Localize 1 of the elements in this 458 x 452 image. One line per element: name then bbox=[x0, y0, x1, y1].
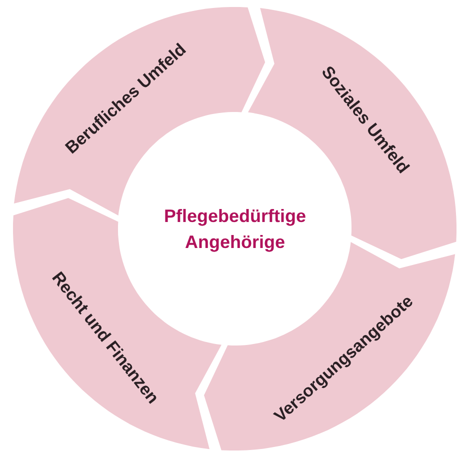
center-label: Pflegebedürftige Angehörige bbox=[162, 204, 307, 254]
